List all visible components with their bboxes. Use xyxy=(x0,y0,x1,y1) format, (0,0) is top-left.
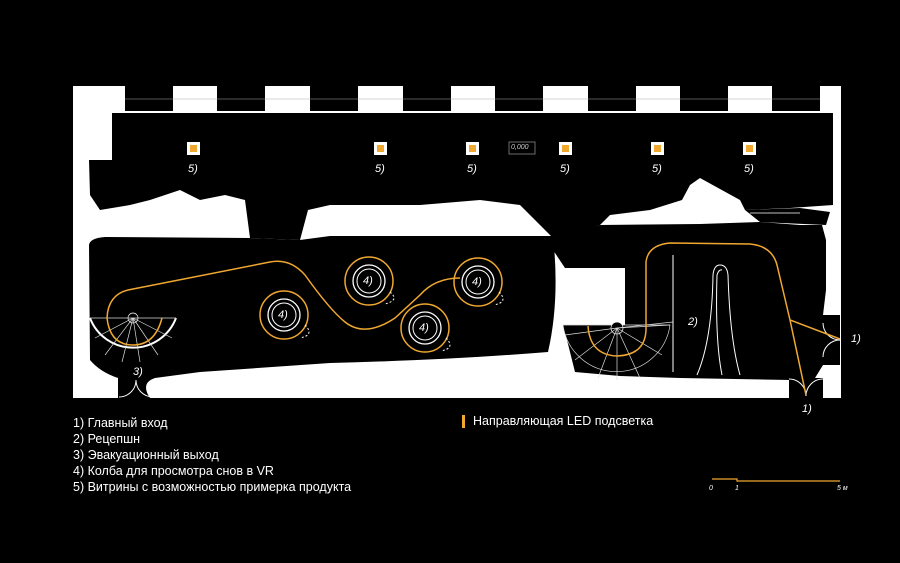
led-legend: Направляющая LED подсветка xyxy=(462,414,653,428)
left-turnstile-fan xyxy=(89,312,177,363)
scale-label: 1 xyxy=(735,485,739,492)
capsule-label: 4) xyxy=(278,309,288,321)
reception-desk xyxy=(672,255,741,376)
scale-bar xyxy=(712,478,840,482)
vr-capsule xyxy=(259,290,310,340)
main-entrance-door-right xyxy=(823,315,840,365)
reception-label: 2) xyxy=(688,316,698,328)
legend-item: 3) Эвакуационный выход xyxy=(73,448,219,462)
showcase-label: 5) xyxy=(652,163,662,175)
main-entrance-door-bottom xyxy=(789,378,823,398)
vr-capsules xyxy=(259,256,504,353)
entrance-label: 1) xyxy=(802,403,812,415)
showcases xyxy=(187,142,756,155)
legend-item: 4) Колба для просмотра снов в VR xyxy=(73,464,274,478)
vr-capsule xyxy=(400,303,451,353)
upper-hall xyxy=(89,113,833,240)
vr-capsule xyxy=(453,257,504,307)
main-hall xyxy=(89,236,556,398)
capsule-label: 4) xyxy=(419,322,429,334)
entrance-label: 1) xyxy=(851,333,861,345)
legend-item: 2) Рецепшн xyxy=(73,432,140,446)
windows xyxy=(125,86,820,111)
legend-item: 5) Витрины с возможностью примерка проду… xyxy=(73,480,352,494)
vr-capsule xyxy=(344,256,395,306)
legend-item: 1) Главный вход xyxy=(73,416,168,430)
coord-box xyxy=(508,141,536,155)
showcase-label: 5) xyxy=(744,163,754,175)
showcase-label: 5) xyxy=(467,163,477,175)
led-legend-label: Направляющая LED подсветка xyxy=(473,414,654,428)
scale-label: 0 xyxy=(709,485,713,492)
coord-readout: 0,000 xyxy=(511,144,529,151)
evac-label: 3) xyxy=(133,366,143,378)
led-swatch xyxy=(462,414,465,428)
capsule-label: 4) xyxy=(472,276,482,288)
led-guide-path xyxy=(106,260,461,346)
showcase-label: 5) xyxy=(375,163,385,175)
legend: 1) Главный вход 2) Рецепшн 3) Эвакуацион… xyxy=(73,415,351,495)
evac-door xyxy=(118,379,154,398)
showcase-label: 5) xyxy=(188,163,198,175)
capsule-label: 4) xyxy=(363,275,373,287)
scale-label: 5 м xyxy=(837,485,848,492)
showcase-label: 5) xyxy=(560,163,570,175)
